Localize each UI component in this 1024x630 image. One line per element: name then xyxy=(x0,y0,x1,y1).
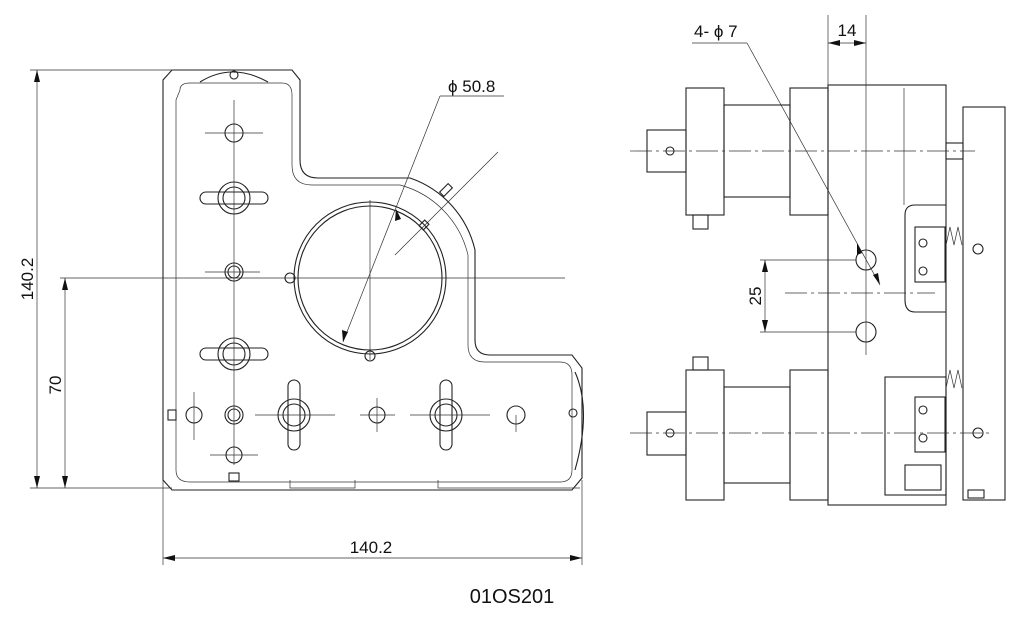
hole-spacing-dim-label: 25 xyxy=(746,287,765,306)
aperture-dim-label: ϕ 50.8 xyxy=(448,77,495,96)
center-height-dim-label: 70 xyxy=(46,376,65,395)
dimension-center-height: 70 xyxy=(46,278,68,488)
actuator-top xyxy=(646,87,829,230)
hole-callout-label: 4- ϕ 7 xyxy=(694,22,738,41)
mount-body xyxy=(827,84,947,506)
actuator-bottom xyxy=(646,356,829,501)
offset-dim-label: 14 xyxy=(838,21,857,40)
mounting-holes xyxy=(167,123,526,482)
model-code: 01OS201 xyxy=(470,586,555,608)
plate-outline xyxy=(162,69,583,491)
dimension-offset: 14 xyxy=(828,21,866,46)
front-view: 140.2 70 140.2 ϕ 50.8 xyxy=(18,69,584,565)
aperture-ring xyxy=(293,201,447,355)
aperture-callout: ϕ 50.8 xyxy=(342,77,504,343)
dimension-hole-spacing: 25 xyxy=(746,259,856,333)
hole-callout: 4- ϕ 7 xyxy=(692,22,881,286)
height-dim-label: 140.2 xyxy=(18,258,37,301)
dimension-height: 140.2 xyxy=(18,69,172,489)
dimension-width: 140.2 xyxy=(162,480,583,565)
width-dim-label: 140.2 xyxy=(350,538,393,557)
adjustment-slots xyxy=(199,181,490,451)
side-view: 14 4- ϕ 7 25 xyxy=(630,15,1006,506)
